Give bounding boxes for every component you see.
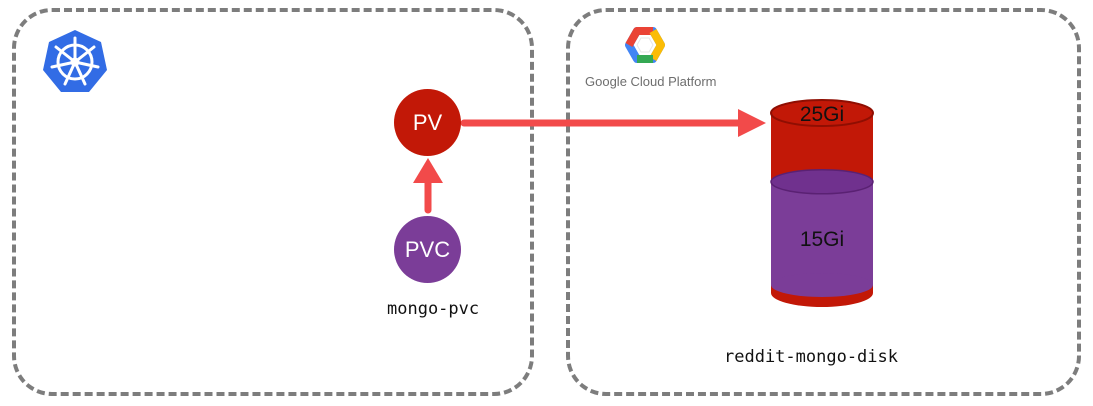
pvc-node: PVC	[394, 216, 461, 283]
kubernetes-cluster-region	[12, 8, 534, 396]
persistent-disk-cylinder: 25Gi 15Gi	[770, 99, 874, 307]
pv-node: PV	[394, 89, 461, 156]
pv-label: PV	[412, 109, 443, 135]
gcp-region	[566, 8, 1081, 396]
disk-used-top	[770, 169, 874, 195]
disk-name-label: reddit-mongo-disk	[724, 347, 898, 367]
disk-used-label: 15Gi	[800, 228, 844, 251]
pv-to-disk-arrow	[460, 109, 766, 137]
disk-used-bottom	[771, 273, 873, 297]
gcp-wordmark: Google Cloud Platform	[585, 74, 717, 89]
disk-used-body	[771, 181, 873, 285]
pvc-label: PVC	[404, 236, 451, 262]
kubernetes-helm-icon	[43, 30, 107, 92]
pvc-to-pv-arrow	[413, 158, 443, 214]
pvc-name-label: mongo-pvc	[387, 299, 480, 319]
disk-total-label: 25Gi	[800, 103, 844, 126]
disk-top-ellipse	[770, 99, 874, 127]
google-cloud-hexagon-icon	[625, 27, 665, 63]
